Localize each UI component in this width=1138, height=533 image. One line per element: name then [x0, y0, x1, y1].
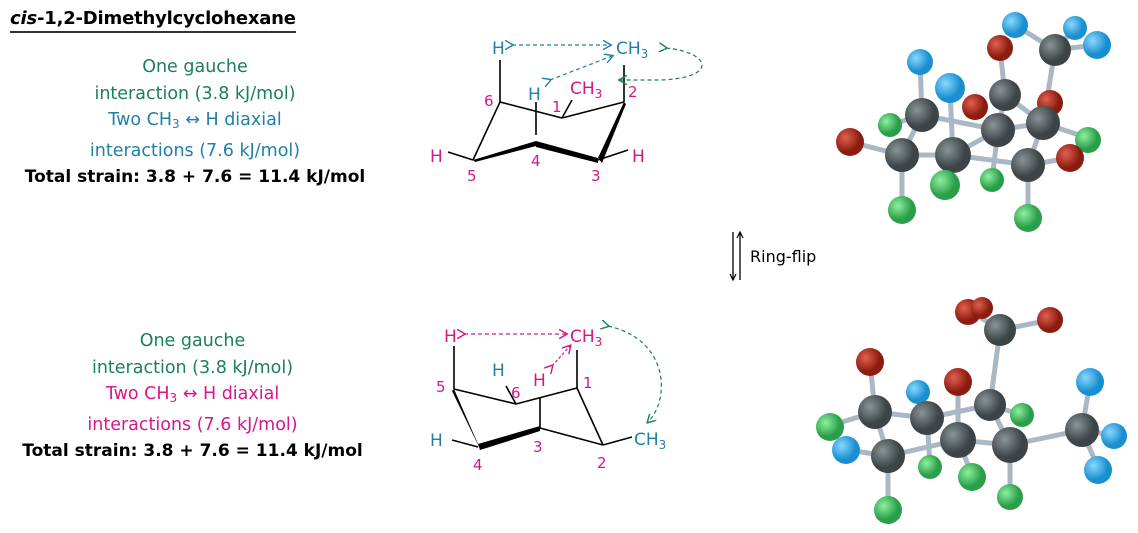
top-diaxial-suffix: ↔ H diaxial [179, 110, 282, 130]
top-total-strain: Total strain: 3.8 + 7.6 = 11.4 kJ/mol [24, 167, 366, 187]
bottom-chair-diagram: H CH3 H H H CH3 1 2 3 4 5 6 [430, 310, 666, 474]
top-ring-bonds [447, 60, 629, 161]
top-carbon-1: 1 [552, 98, 562, 116]
bottom-ring-bonds [451, 346, 633, 448]
bottom-h-c4: H [430, 431, 443, 451]
bottom-axial-ch3-c1: CH3 [570, 327, 602, 349]
bottom-total-strain: Total strain: 3.8 + 7.6 = 11.4 kJ/mol [22, 441, 363, 461]
top-eq-ch3-c1: CH3 [570, 79, 602, 101]
bottom-carbon-2: 2 [597, 454, 607, 472]
bottom-diaxial-line1: Two CH3 ↔ H diaxial [0, 381, 385, 412]
bottom-diaxial-line2: interactions (7.6 kJ/mol) [87, 414, 298, 435]
top-strain-summary: One gauche interaction (3.8 kJ/mol) Two … [0, 54, 390, 191]
top-carbon-5: 5 [467, 167, 477, 185]
top-diaxial-prefix: Two CH [108, 110, 173, 130]
bottom-h-c6: H [492, 361, 505, 381]
ring-flip-equilibrium: Ring-flip [729, 230, 817, 282]
bottom-gauche-arrow [608, 326, 662, 422]
ring-flip-label: Ring-flip [750, 246, 817, 266]
top-diaxial-arrow-2 [550, 56, 612, 80]
bottom-carbon-1: 1 [583, 374, 593, 392]
bottom-carbon-4: 4 [473, 456, 483, 474]
bottom-axial-h3: H [533, 371, 546, 391]
top-axial-ch3-c2: CH3 [616, 39, 648, 61]
bottom-strain-summary: One gauche interaction (3.8 kJ/mol) Two … [0, 328, 385, 465]
page-title: cis-1,2-Dimethylcyclohexane [10, 8, 296, 33]
bottom-3d-model [816, 297, 1127, 524]
title-rest: -1,2-Dimethylcyclohexane [36, 8, 296, 29]
top-h-c5: H [430, 147, 443, 167]
bottom-diaxial-prefix: Two CH [105, 384, 170, 404]
bottom-diaxial-arrow-2 [552, 346, 570, 366]
top-gauche-line1: One gauche [142, 57, 248, 77]
equilibrium-arrows-icon [729, 230, 744, 282]
bottom-carbon-5: 5 [436, 378, 446, 396]
top-diaxial-sub: 3 [172, 117, 180, 131]
bottom-gauche-line2: interaction (3.8 kJ/mol) [91, 357, 294, 378]
top-h-c3: H [632, 147, 645, 167]
bottom-axial-h5: H [444, 327, 457, 347]
top-diaxial-line1: Two CH3 ↔ H diaxial [0, 107, 390, 138]
top-carbon-2: 2 [628, 83, 638, 101]
top-gauche-arrow [620, 48, 703, 80]
top-axial-h6: H [492, 39, 505, 59]
bottom-diaxial-sub: 3 [169, 391, 178, 405]
top-diaxial-line2: interactions (7.6 kJ/mol) [89, 140, 301, 161]
bottom-carbon-3: 3 [533, 438, 543, 456]
bottom-gauche-line1: One gauche [139, 331, 246, 351]
top-carbon-6: 6 [484, 92, 494, 110]
title-italic-prefix: cis [10, 8, 37, 29]
bottom-eq-ch3-c2: CH3 [634, 430, 666, 452]
top-gauche-line2: interaction (3.8 kJ/mol) [94, 83, 296, 104]
top-axial-h4: H [528, 85, 541, 105]
bottom-carbon-6: 6 [511, 384, 521, 402]
bottom-diaxial-suffix: ↔ H diaxial [177, 384, 280, 404]
top-3d-model [836, 12, 1111, 232]
top-carbon-3: 3 [591, 167, 601, 185]
top-carbon-4: 4 [531, 152, 541, 170]
top-chair-diagram: H CH3 H CH3 H H 1 2 3 4 5 6 [430, 39, 703, 185]
